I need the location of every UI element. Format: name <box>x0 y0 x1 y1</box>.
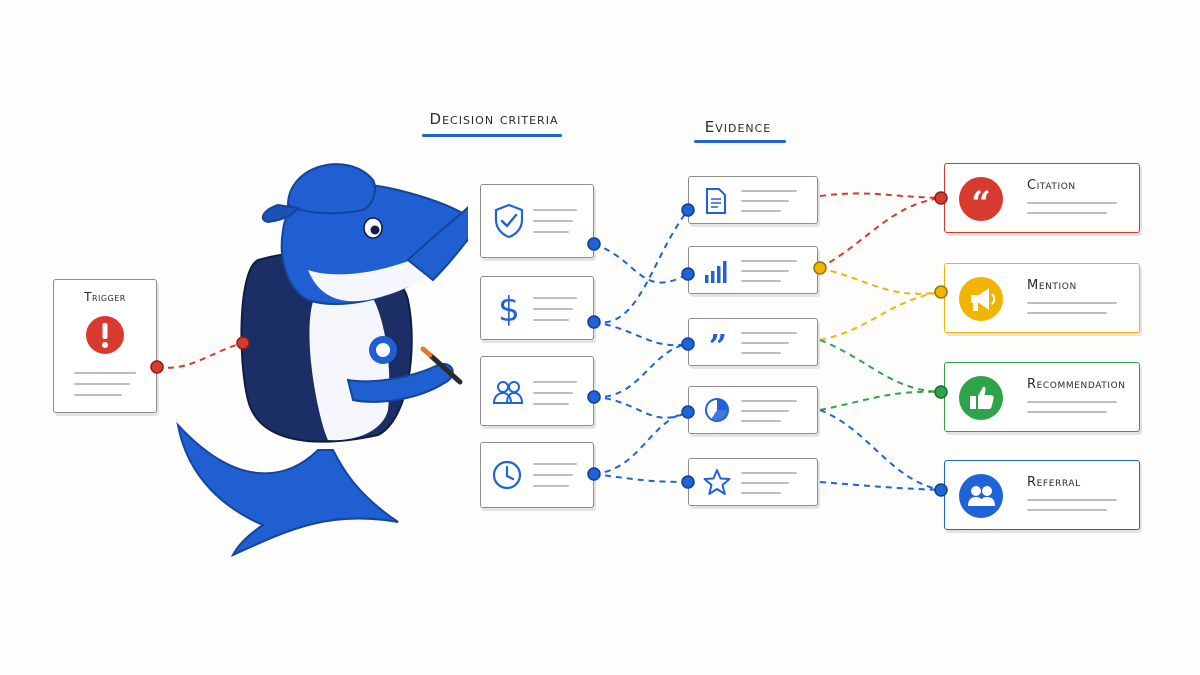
decision-criteria-title: Decision criteria <box>429 110 559 128</box>
users-icon <box>959 474 1003 518</box>
placeholder-line <box>533 474 573 476</box>
trigger-label: Trigger <box>84 290 126 304</box>
criteria-evidence-link <box>593 209 689 324</box>
bar-chart-icon <box>703 257 731 285</box>
placeholder-line <box>533 209 577 211</box>
star-icon <box>703 468 731 496</box>
quote-mark-icon: ” <box>703 327 733 357</box>
output-label: Recommendation <box>1027 377 1126 392</box>
criteria-card-cost: $ <box>480 276 594 340</box>
evidence-card-rating <box>688 458 818 506</box>
placeholder-line <box>1027 411 1107 413</box>
criteria-evidence-link <box>593 411 689 475</box>
alert-icon <box>84 314 126 356</box>
thumbs-up-icon <box>959 376 1003 420</box>
output-label: Referral <box>1027 475 1081 490</box>
placeholder-line <box>741 260 797 262</box>
megaphone-icon <box>959 277 1003 321</box>
placeholder-line <box>741 210 781 212</box>
evidence-output-link-yellow <box>819 267 942 295</box>
evidence-output-link-yellow <box>819 291 942 341</box>
criteria-evidence-link <box>593 396 689 419</box>
decision-criteria-underline <box>422 134 562 137</box>
evidence-card-quote: ” <box>688 318 818 366</box>
evidence-output-link-green <box>819 390 942 411</box>
placeholder-line <box>74 372 136 374</box>
placeholder-line <box>533 392 573 394</box>
whale-mascot <box>168 150 468 560</box>
placeholder-line <box>741 280 781 282</box>
placeholder-line <box>74 383 130 385</box>
evidence-output-link-red <box>819 192 942 199</box>
placeholder-line <box>533 403 569 405</box>
criteria-evidence-link <box>593 243 689 284</box>
evidence-output-link-red <box>819 197 942 269</box>
placeholder-line <box>533 381 577 383</box>
placeholder-line <box>741 410 789 412</box>
evidence-output-link-green <box>819 339 942 393</box>
placeholder-line <box>1027 499 1117 501</box>
output-card-mention: Mention <box>944 263 1140 333</box>
placeholder-line <box>741 482 789 484</box>
evidence-card-chart <box>688 246 818 294</box>
placeholder-line <box>741 420 781 422</box>
criteria-card-security <box>480 184 594 258</box>
svg-text:$: $ <box>498 290 520 329</box>
placeholder-line <box>533 231 569 233</box>
placeholder-line <box>741 472 797 474</box>
output-label: Citation <box>1027 178 1076 193</box>
placeholder-line <box>741 400 797 402</box>
criteria-evidence-link <box>593 473 689 483</box>
svg-text:”: ” <box>709 327 727 357</box>
evidence-output-link-blue <box>819 409 942 491</box>
evidence-underline <box>694 140 786 143</box>
placeholder-line <box>533 485 569 487</box>
placeholder-line <box>1027 312 1107 314</box>
placeholder-line <box>741 270 789 272</box>
placeholder-line <box>1027 509 1107 511</box>
placeholder-line <box>533 463 577 465</box>
criteria-evidence-link <box>593 343 689 399</box>
evidence-output-link-blue <box>819 481 942 491</box>
output-card-recommendation: Recommendation <box>944 362 1140 432</box>
output-card-referral: Referral <box>944 460 1140 530</box>
criteria-evidence-link <box>593 321 689 347</box>
placeholder-line <box>74 394 122 396</box>
placeholder-line <box>741 352 781 354</box>
placeholder-line <box>533 297 577 299</box>
people-icon <box>491 379 525 405</box>
clock-icon <box>491 459 523 491</box>
placeholder-line <box>533 220 573 222</box>
evidence-card-document <box>688 176 818 224</box>
dollar-icon: $ <box>495 289 523 329</box>
placeholder-line <box>741 332 797 334</box>
output-label: Mention <box>1027 278 1077 293</box>
placeholder-line <box>1027 401 1117 403</box>
output-card-citation: “ Citation <box>944 163 1140 233</box>
placeholder-line <box>1027 302 1117 304</box>
trigger-card: Trigger <box>53 279 157 413</box>
criteria-card-time <box>480 442 594 508</box>
svg-text:“: “ <box>971 184 991 221</box>
shield-check-icon <box>493 203 525 239</box>
placeholder-line <box>741 342 789 344</box>
trigger-connector <box>156 342 244 369</box>
quote-icon: “ <box>959 177 1003 221</box>
evidence-title: Evidence <box>704 118 772 136</box>
criteria-card-people <box>480 356 594 426</box>
pie-chart-icon <box>703 396 731 424</box>
placeholder-line <box>741 200 789 202</box>
placeholder-line <box>1027 202 1117 204</box>
evidence-card-pie <box>688 386 818 434</box>
placeholder-line <box>1027 212 1107 214</box>
placeholder-line <box>741 190 797 192</box>
placeholder-line <box>533 308 573 310</box>
placeholder-line <box>533 319 569 321</box>
placeholder-line <box>741 492 781 494</box>
document-icon <box>705 187 727 215</box>
